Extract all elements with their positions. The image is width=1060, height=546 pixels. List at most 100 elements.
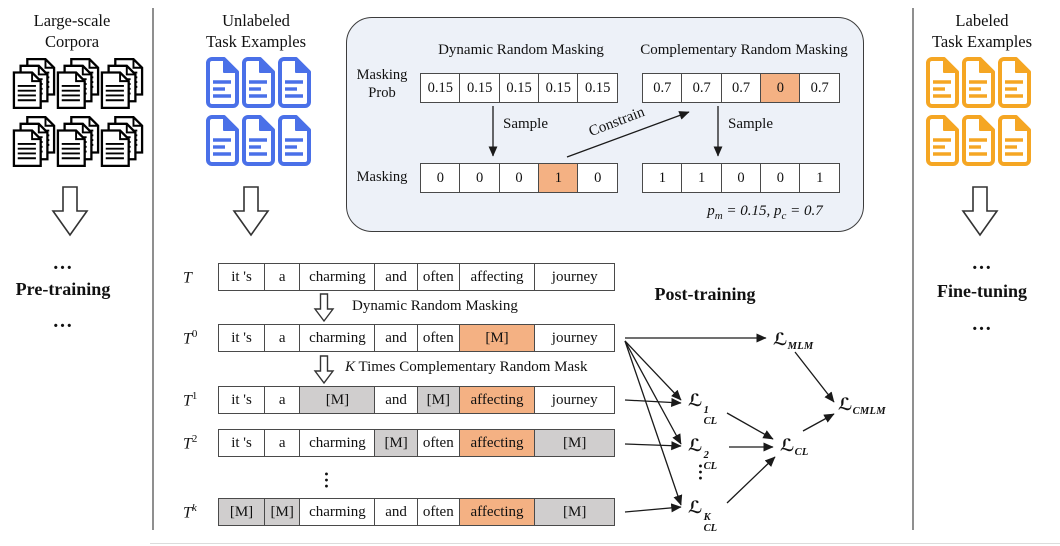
cell: journey	[534, 386, 616, 414]
unlabeled-task-examples-title: Unlabeled Task Examples	[190, 10, 322, 53]
cell: 1	[799, 163, 841, 193]
cell: a	[263, 324, 301, 352]
document-icon	[926, 57, 959, 108]
cell: charming	[299, 498, 376, 526]
cell: [M]	[534, 498, 616, 526]
cell: affecting	[458, 386, 536, 414]
cell: charming	[299, 429, 376, 457]
param-sub: m	[714, 210, 723, 222]
corpora-documents	[12, 56, 144, 170]
sample-label: Sample	[728, 116, 773, 132]
cell: often	[416, 324, 460, 352]
cell: 0	[760, 73, 801, 103]
cell: often	[416, 263, 460, 291]
loss-cl: ℒCL	[780, 436, 809, 458]
cell: 0	[577, 163, 619, 193]
document-icon	[206, 57, 239, 108]
cell: it 's	[218, 324, 265, 352]
cell: 0.15	[420, 73, 461, 103]
labeled-documents	[924, 55, 1038, 169]
loss-mlm: ℒMLM	[773, 330, 814, 352]
cell: it 's	[218, 386, 265, 414]
cell: 0	[498, 163, 540, 193]
param-eq: = 0.15,	[722, 203, 775, 219]
cell: often	[416, 429, 460, 457]
document-icon	[242, 57, 275, 108]
vertical-ellipsis: …	[694, 463, 715, 482]
k-symbol: K	[345, 359, 356, 375]
cell: 1	[538, 163, 579, 193]
down-arrow-icon	[313, 293, 335, 323]
document-icon	[962, 57, 995, 108]
cell: and	[374, 324, 419, 352]
cell: journey	[534, 324, 616, 352]
cell: 0	[720, 163, 762, 193]
cell: affecting	[458, 263, 536, 291]
document-stack-icon	[56, 57, 100, 110]
cell: 0.7	[642, 73, 683, 103]
dynamic-random-masking-title: Dynamic Random Masking	[438, 42, 604, 58]
row-label: T0	[183, 327, 198, 348]
title-line: Task Examples	[205, 32, 307, 52]
vertical-ellipsis: …	[320, 471, 341, 490]
ellipsis: …	[52, 310, 74, 332]
cell: and	[374, 386, 419, 414]
dynamic-random-masking-step-label: Dynamic Random Masking	[352, 298, 518, 314]
cell: [M]	[458, 324, 536, 352]
down-arrow-icon	[313, 355, 335, 385]
masking-label: Masking	[356, 169, 408, 185]
document-stack-icon	[100, 115, 144, 168]
cell: 0	[459, 163, 500, 193]
k-times-complementary-step-label: K Times Complementary Random Mask	[345, 359, 588, 376]
cell: journey	[534, 263, 616, 291]
labeled-task-examples-title: Labeled Task Examples	[916, 10, 1048, 53]
document-icon	[998, 57, 1031, 108]
document-icon	[926, 115, 959, 166]
title-line: Large-scale	[33, 11, 111, 30]
label-line: Masking	[356, 67, 408, 83]
bottom-rule	[150, 543, 1060, 544]
cell: a	[263, 263, 301, 291]
row-label: Tk	[183, 501, 197, 522]
cell: often	[416, 498, 460, 526]
cell: and	[374, 498, 419, 526]
down-arrow-icon	[232, 186, 270, 237]
param-p: p	[774, 203, 782, 219]
cell: 1	[681, 163, 722, 193]
cell: [M]	[218, 498, 265, 526]
title-line: Unlabeled	[222, 11, 290, 30]
divider-left	[152, 8, 154, 530]
cell: 0	[760, 163, 801, 193]
param-p: p	[707, 203, 715, 219]
document-stack-icon	[100, 57, 144, 110]
document-icon	[962, 115, 995, 166]
cell: [M]	[263, 498, 301, 526]
cell: 0.15	[577, 73, 619, 103]
unlabeled-documents	[204, 55, 318, 169]
cell: 0.7	[799, 73, 841, 103]
cell: a	[263, 386, 301, 414]
cell: 0	[420, 163, 461, 193]
masking-prob-label: Masking Prob	[350, 66, 414, 102]
row-label: T	[183, 269, 192, 287]
title-line: Task Examples	[931, 32, 1033, 52]
post-training-label: Post-training	[654, 284, 756, 304]
param-eq: = 0.7	[786, 203, 823, 219]
document-icon	[242, 115, 275, 166]
title-line: Labeled	[955, 11, 1009, 30]
document-stack-icon	[56, 115, 100, 168]
